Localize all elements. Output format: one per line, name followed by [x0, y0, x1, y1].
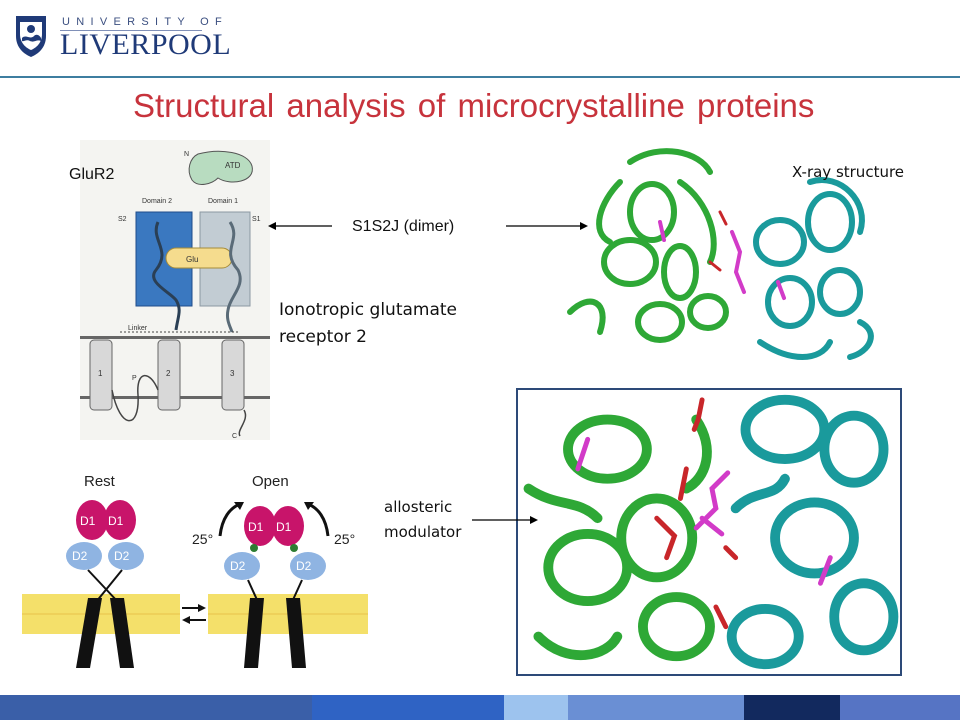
footer-bar-segment	[0, 695, 312, 720]
footer-bar-segment	[568, 695, 744, 720]
glu-label: Glu	[186, 255, 198, 264]
open-d2-right-label: D2	[296, 559, 312, 573]
header-divider	[0, 76, 960, 78]
binding-site-closeup-image	[516, 388, 902, 676]
receptor-name-label: Ionotropic glutamate receptor 2	[279, 300, 458, 347]
c-terminus-label: C	[232, 433, 237, 440]
footer-bar-segment	[744, 695, 840, 720]
s1s2j-label: S1S2J (dimer)	[352, 218, 455, 235]
xray-structure-label: X-ray structure	[792, 163, 905, 181]
university-name: LIVERPOOL	[60, 28, 232, 61]
s1-label: S1	[252, 216, 261, 223]
rest-d1-left-label: D1	[80, 514, 96, 528]
helix1-label: 1	[98, 369, 103, 378]
s1s2j-arrows	[268, 222, 588, 230]
rest-d2-left-label: D2	[72, 549, 88, 563]
logo-divider	[60, 30, 202, 31]
domain1-label: Domain 1	[208, 198, 238, 205]
rest-label: Rest	[84, 473, 116, 490]
domain2-label: Domain 2	[142, 198, 172, 205]
allosteric-pointer-arrow	[472, 516, 538, 524]
university-crest-icon	[16, 16, 46, 57]
footer-color-bar	[0, 695, 960, 720]
helix3-label: 3	[230, 369, 235, 378]
atd-label: ATD	[225, 161, 241, 170]
university-subtitle: UNIVERSITY OF	[62, 16, 229, 28]
open-angle-right-label: 25°	[334, 531, 355, 547]
footer-bar-segment	[840, 695, 960, 720]
open-label: Open	[252, 473, 289, 490]
allosteric-modulator-label: allosteric modulator	[384, 498, 462, 541]
xray-structure-image	[567, 148, 874, 360]
open-d2-left-label: D2	[230, 559, 246, 573]
rest-open-diagram: Rest Open D1 D1 D2 D2 D1 D1 D2 D2 25° 25…	[22, 473, 368, 668]
footer-bar-segment	[504, 695, 568, 720]
linker-label: Linker	[128, 325, 148, 332]
footer-bar-segment	[312, 695, 504, 720]
glur2-label: GluR2	[69, 166, 115, 183]
receptor-schematic: N ATD Domain 2 Domain 1 S2 S1 Glu Linker…	[80, 140, 270, 440]
s2-label: S2	[118, 216, 127, 223]
rest-d2-right-label: D2	[114, 549, 130, 563]
pore-label: P	[132, 375, 137, 382]
slide-title: Structural analysis of microcrystalline …	[133, 87, 815, 124]
open-d1-right-label: D1	[276, 520, 292, 534]
open-angle-left-label: 25°	[192, 531, 213, 547]
rest-d1-right-label: D1	[108, 514, 124, 528]
n-terminus-label: N	[184, 151, 189, 158]
helix2-label: 2	[166, 369, 171, 378]
open-d1-left-label: D1	[248, 520, 264, 534]
